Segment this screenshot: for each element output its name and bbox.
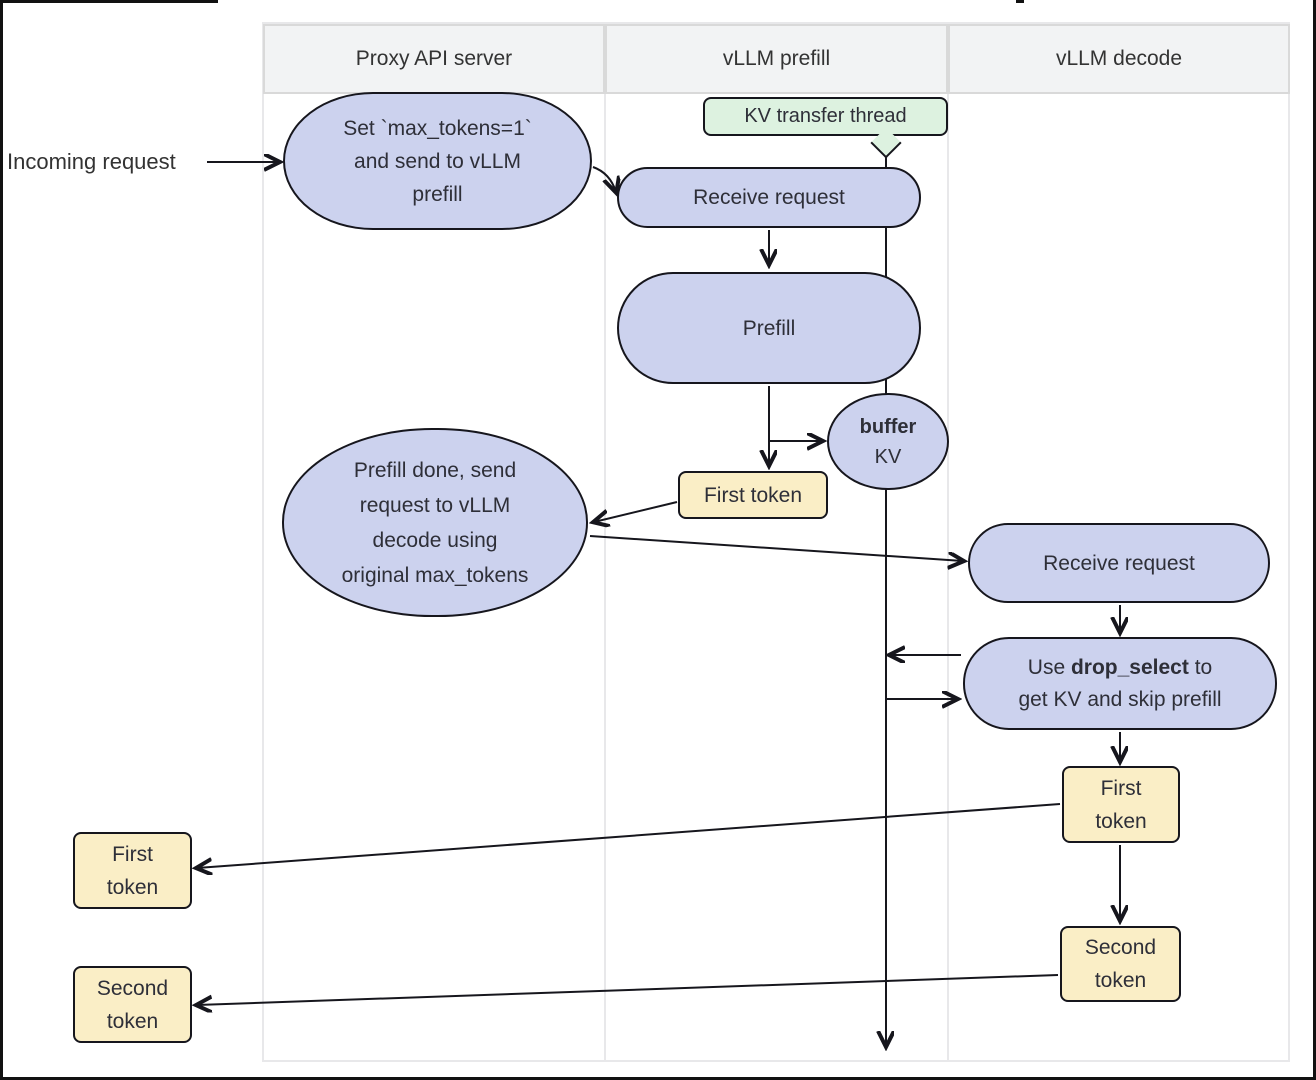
first-token-left-line-2: token: [106, 875, 159, 899]
drop-select-line1-pre: Use: [1027, 655, 1071, 679]
first-token-prefill-label: First token: [703, 483, 803, 507]
frame-right: [1313, 0, 1316, 1080]
edge-first-token-decode-to-left: [197, 803, 1061, 868]
set-max-line-1: Set `max_tokens=1`: [343, 116, 532, 140]
node-drop-select: Use drop_select to get KV and skip prefi…: [963, 637, 1277, 730]
lane-border-top: [262, 22, 1290, 24]
prefill-done-line-2: request to vLLM: [359, 493, 511, 517]
node-receive-request-prefill: Receive request: [617, 167, 921, 228]
node-first-token-left: First token: [73, 832, 192, 909]
prefill-done-line-3: decode using: [372, 528, 498, 552]
node-receive-request-decode: Receive request: [968, 523, 1270, 603]
lane-divider-2: [947, 22, 949, 1062]
drop-select-line1-post: to: [1188, 655, 1213, 679]
set-max-line-2: and send to vLLM: [354, 149, 521, 173]
node-kv-transfer-thread: KV transfer thread: [703, 97, 948, 136]
node-prefill-done: Prefill done, send request to vLLM decod…: [282, 428, 588, 617]
lane-header-decode: vLLM decode: [948, 24, 1290, 94]
drop-select-line1-bold: drop_select: [1070, 655, 1189, 679]
lane-header-proxy-label: Proxy API server: [355, 47, 513, 70]
second-token-left-line-2: token: [106, 1009, 159, 1033]
lane-header-decode-label: vLLM decode: [1055, 47, 1183, 70]
frame-top-right-segment: [1016, 0, 1024, 3]
lane-border-bottom: [262, 1060, 1290, 1062]
edge-second-token-decode-to-left: [197, 974, 1059, 1005]
first-token-decode-line-1: First: [1100, 776, 1142, 800]
node-first-token-decode: First token: [1062, 766, 1180, 843]
lane-border-left: [262, 22, 264, 1062]
edge-setmax-to-receive-prefill: [592, 166, 616, 192]
lane-header-prefill-label: vLLM prefill: [722, 47, 831, 70]
lane-header-proxy: Proxy API server: [263, 24, 605, 94]
set-max-line-3: prefill: [412, 182, 463, 206]
edge-prefill-done-to-receive-decode: [589, 535, 963, 561]
lane-header-prefill: vLLM prefill: [605, 24, 948, 94]
buffer-kv-rest: KV: [874, 445, 902, 468]
node-set-max-tokens: Set `max_tokens=1` and send to vLLM pref…: [283, 92, 592, 230]
second-token-decode-line-2: token: [1094, 969, 1147, 992]
lane-border-right: [1288, 22, 1290, 1062]
node-prefill: Prefill: [617, 272, 921, 384]
receive-request-prefill-label: Receive request: [693, 186, 845, 209]
lane-divider-1: [604, 22, 606, 1062]
frame-top-left-segment: [0, 0, 218, 3]
first-token-decode-line-2: token: [1095, 809, 1147, 833]
prefill-done-line-4: original max_tokens: [341, 563, 529, 587]
node-buffer-kv: buffer KV: [827, 393, 949, 490]
prefill-label: Prefill: [742, 316, 796, 340]
node-second-token-left: Second token: [73, 966, 192, 1043]
buffer-kv-bold: buffer: [859, 415, 917, 438]
second-token-left-line-1: Second: [96, 976, 169, 1000]
drop-select-line2: get KV and skip prefill: [1018, 687, 1222, 711]
edge-first-token-to-prefill-done: [594, 501, 678, 522]
prefill-done-line-1: Prefill done, send: [353, 458, 517, 482]
receive-request-decode-label: Receive request: [1043, 551, 1195, 575]
incoming-request-label: Incoming request: [7, 149, 176, 174]
frame-left: [0, 0, 3, 1080]
node-first-token-prefill: First token: [678, 471, 828, 519]
frame-bottom: [0, 1077, 1316, 1080]
node-second-token-decode: Second token: [1060, 926, 1181, 1002]
kv-transfer-thread-label: KV transfer thread: [744, 105, 907, 127]
first-token-left-line-1: First: [112, 842, 153, 866]
second-token-decode-line-1: Second: [1084, 936, 1157, 959]
